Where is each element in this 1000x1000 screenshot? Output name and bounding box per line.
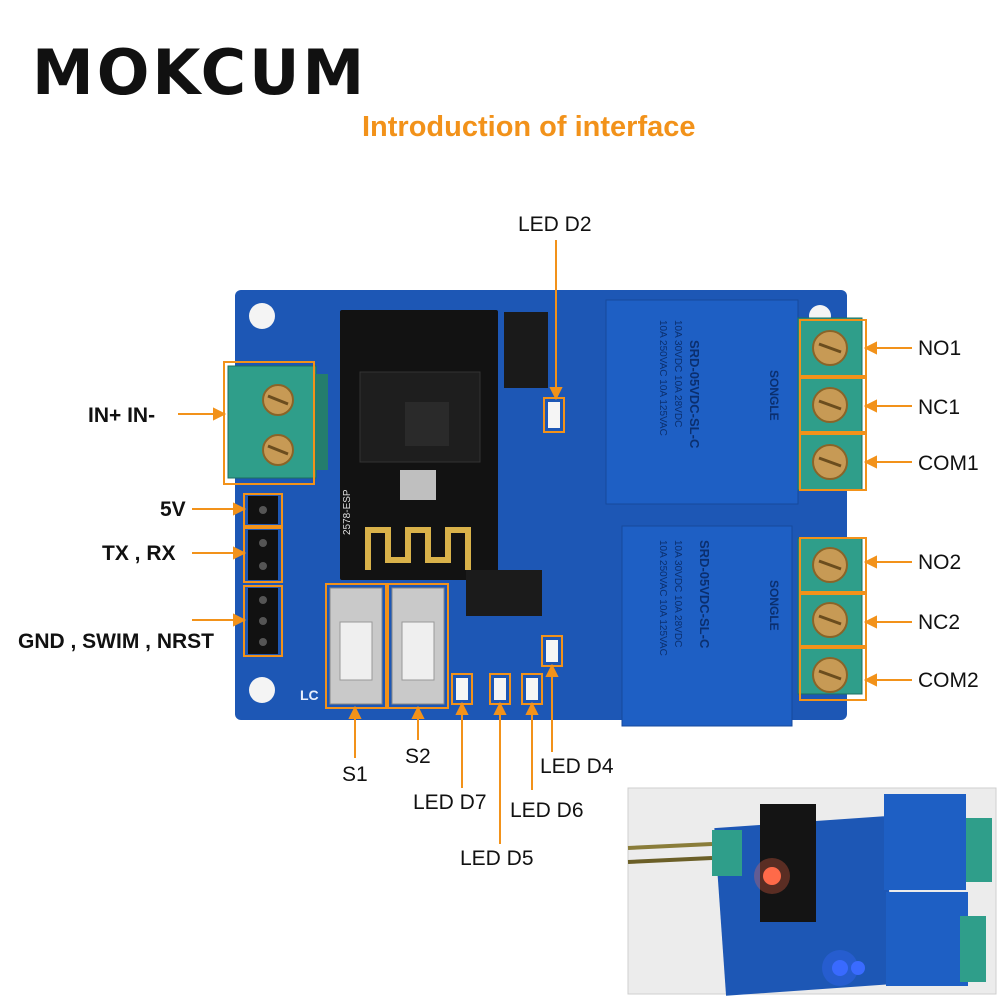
button-s1 <box>329 587 383 705</box>
relay-1: SRD-05VDC-SL-C SONGLE 10A 250VAC 10A 125… <box>605 299 799 505</box>
label-led-d5: LED D5 <box>460 847 534 870</box>
svg-text:10A 250VAC 10A 125VAC: 10A 250VAC 10A 125VAC <box>657 540 668 656</box>
module-marking: 2578-ESP <box>342 489 353 535</box>
svg-text:SRD-05VDC-SL-C: SRD-05VDC-SL-C <box>697 540 712 649</box>
led-d2 <box>548 402 560 428</box>
mount-hole <box>249 677 275 703</box>
label-5v: 5V <box>160 498 186 521</box>
annotation-boxes <box>223 319 867 709</box>
page-subtitle: Introduction of interface <box>362 111 696 143</box>
label-com2: COM2 <box>918 669 979 692</box>
relay-2: SRD-05VDC-SL-C SONGLE 10A 250VAC 10A 125… <box>621 525 793 727</box>
brand-logo-text: MOKCUM <box>32 36 368 109</box>
controller-chip <box>466 570 542 616</box>
inset-photo <box>627 787 997 996</box>
label-gnd-swim-nrst: GND , SWIM , NRST <box>18 630 214 653</box>
label-s1: S1 <box>342 763 368 786</box>
label-led-d4: LED D4 <box>540 755 614 778</box>
esp-module: 2578-ESP <box>340 310 498 580</box>
svg-text:SRD-05VDC-SL-C: SRD-05VDC-SL-C <box>687 340 702 449</box>
label-nc1: NC1 <box>918 396 961 419</box>
label-led-d7: LED D7 <box>413 791 487 814</box>
svg-text:SONGLE: SONGLE <box>767 370 781 421</box>
label-in-terminals: IN+ IN- <box>88 404 156 427</box>
button-s2 <box>391 587 445 705</box>
annotation-arrows <box>178 240 912 844</box>
label-com1: COM1 <box>918 452 979 475</box>
label-s2: S2 <box>405 745 431 768</box>
led-d7 <box>456 678 468 700</box>
label-no1: NO1 <box>918 337 962 360</box>
output-terminal-block-1 <box>797 317 863 491</box>
mount-hole <box>249 303 275 329</box>
svg-text:SONGLE: SONGLE <box>767 580 781 631</box>
led-d6 <box>526 678 538 700</box>
label-led-d2: LED D2 <box>518 213 592 236</box>
label-tx-rx: TX , RX <box>102 542 176 565</box>
output-terminal-block-2 <box>797 537 863 695</box>
label-led-d6: LED D6 <box>510 799 584 822</box>
svg-text:10A 250VAC 10A 125VAC: 10A 250VAC 10A 125VAC <box>657 320 668 436</box>
led-d5 <box>494 678 506 700</box>
led-d4 <box>546 640 558 662</box>
board-mark: LC <box>300 687 319 703</box>
jumper-header <box>504 312 548 388</box>
header-pins <box>248 496 278 654</box>
label-no2: NO2 <box>918 551 962 574</box>
svg-text:10A 30VDC 10A 28VDC: 10A 30VDC 10A 28VDC <box>672 540 683 647</box>
label-nc2: NC2 <box>918 611 961 634</box>
svg-text:10A 30VDC 10A 28VDC: 10A 30VDC 10A 28VDC <box>672 320 683 427</box>
